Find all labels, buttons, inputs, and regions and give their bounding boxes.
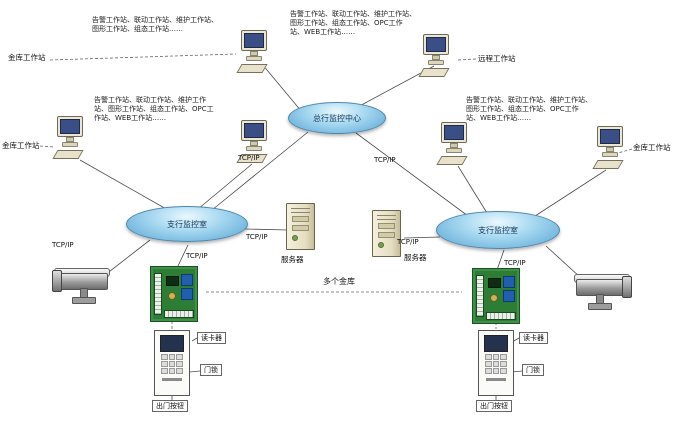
hub-branch-left-label: 支行监控室	[167, 219, 207, 229]
workstation-list-top-left: 告警工作站、联动工作站、维护工作站、图形工作站、组态工作站……	[92, 16, 218, 34]
monitor-icon	[423, 34, 449, 55]
keypad-icon	[161, 354, 183, 374]
screen-icon	[244, 123, 264, 138]
door-access-device-left	[154, 330, 190, 396]
exit-button-callout-right: 出门按钮	[476, 400, 512, 413]
server-icon-left	[286, 203, 315, 250]
workstation-list-right: 告警工作站、联动工作站、维护工作站、图形工作站、组态工作站、OPC工作站、WEB…	[466, 96, 592, 123]
callout-line	[513, 337, 520, 342]
callout-line	[189, 370, 201, 373]
card-slot-icon	[162, 378, 182, 381]
server-left-label: 服务器	[281, 255, 304, 264]
monitor-icon	[241, 30, 267, 51]
workstation-label-left: 金库工作站	[2, 141, 40, 150]
reader-callout-right: 读卡器	[519, 332, 548, 345]
hub-branch-right-label: 支行监控室	[478, 225, 518, 235]
connection-line	[355, 132, 469, 217]
tcpip-label: TCP/IP	[186, 252, 208, 260]
tcpip-label: TCP/IP	[238, 154, 260, 162]
monitor-icon	[441, 122, 467, 143]
hub-headquarters-label: 总行监控中心	[313, 113, 361, 123]
workstation-list-top-right: 告警工作站、联动工作站、维护工作站、图形工作站、组态工作站、OPC工作站、WEB…	[290, 10, 416, 37]
device-screen-icon	[484, 335, 508, 352]
callout-line	[191, 337, 198, 342]
connection-line	[175, 244, 189, 271]
card-slot-icon	[486, 378, 506, 381]
reader-callout-left: 读卡器	[197, 332, 226, 345]
workstation-icon-top-right	[418, 34, 454, 80]
connection-line	[531, 169, 607, 219]
leader-line	[39, 145, 55, 148]
tcpip-label: TCP/IP	[397, 238, 419, 246]
access-controller-board-left	[150, 266, 198, 322]
multiple-vaults-label: 多个金库	[320, 276, 358, 287]
cctv-camera-icon-left	[50, 264, 116, 308]
workstation-icon-top-left	[236, 30, 272, 76]
camera-lens-icon	[52, 270, 62, 292]
workstation-label-right: 金库工作站	[633, 143, 671, 152]
lock-callout-left: 门锁	[200, 364, 222, 377]
connection-line	[403, 236, 441, 239]
keypad-icon	[485, 354, 507, 374]
leader-line	[49, 53, 237, 61]
leader-line	[457, 58, 477, 61]
screen-icon	[426, 37, 446, 52]
connection-line	[211, 131, 309, 211]
workstation-icon-right-inner	[436, 122, 472, 168]
workstation-label-top-right: 远程工作站	[478, 54, 516, 63]
server-icon-right	[372, 210, 401, 257]
connection-line	[244, 228, 289, 231]
tcpip-label: TCP/IP	[374, 156, 396, 164]
lock-callout-right: 门锁	[522, 364, 544, 377]
workstation-label-top-left: 金库工作站	[8, 53, 46, 62]
workstation-list-left: 告警工作站、联动工作站、维护工作站、图形工作站、组态工作站、OPC工作站、WEB…	[94, 96, 214, 123]
monitor-icon	[597, 126, 623, 147]
cctv-camera-icon-right	[568, 270, 634, 314]
connection-line	[197, 163, 253, 210]
screen-icon	[600, 129, 620, 144]
workstation-icon-right-outer	[592, 126, 628, 172]
workstation-icon-left-outer	[52, 116, 88, 162]
screen-icon	[244, 33, 264, 48]
keyboard-icon	[236, 64, 268, 73]
monitor-icon	[57, 116, 83, 137]
access-controller-board-right	[472, 268, 520, 324]
tcpip-label: TCP/IP	[504, 259, 526, 267]
screen-icon	[60, 119, 80, 134]
keyboard-icon	[418, 68, 450, 77]
hub-headquarters: 总行监控中心	[288, 102, 386, 134]
keyboard-icon	[592, 160, 624, 169]
hub-branch-left: 支行监控室	[126, 206, 248, 242]
tcpip-label: TCP/IP	[246, 233, 268, 241]
keyboard-icon	[436, 156, 468, 165]
server-right-label: 服务器	[404, 253, 427, 262]
monitor-icon	[241, 120, 267, 141]
tcpip-label: TCP/IP	[52, 241, 74, 249]
connection-line	[496, 249, 505, 271]
connection-line	[261, 63, 303, 113]
camera-lens-icon	[622, 276, 632, 298]
hub-branch-right: 支行监控室	[436, 211, 560, 249]
exit-button-callout-left: 出门按钮	[152, 400, 188, 413]
keyboard-icon	[52, 150, 84, 159]
connection-line	[457, 165, 488, 214]
screen-icon	[444, 125, 464, 140]
door-access-device-right	[478, 330, 514, 396]
leader-line	[617, 148, 633, 154]
connection-line	[79, 159, 169, 211]
workstation-icon-left-inner	[236, 120, 272, 166]
device-screen-icon	[160, 335, 184, 352]
